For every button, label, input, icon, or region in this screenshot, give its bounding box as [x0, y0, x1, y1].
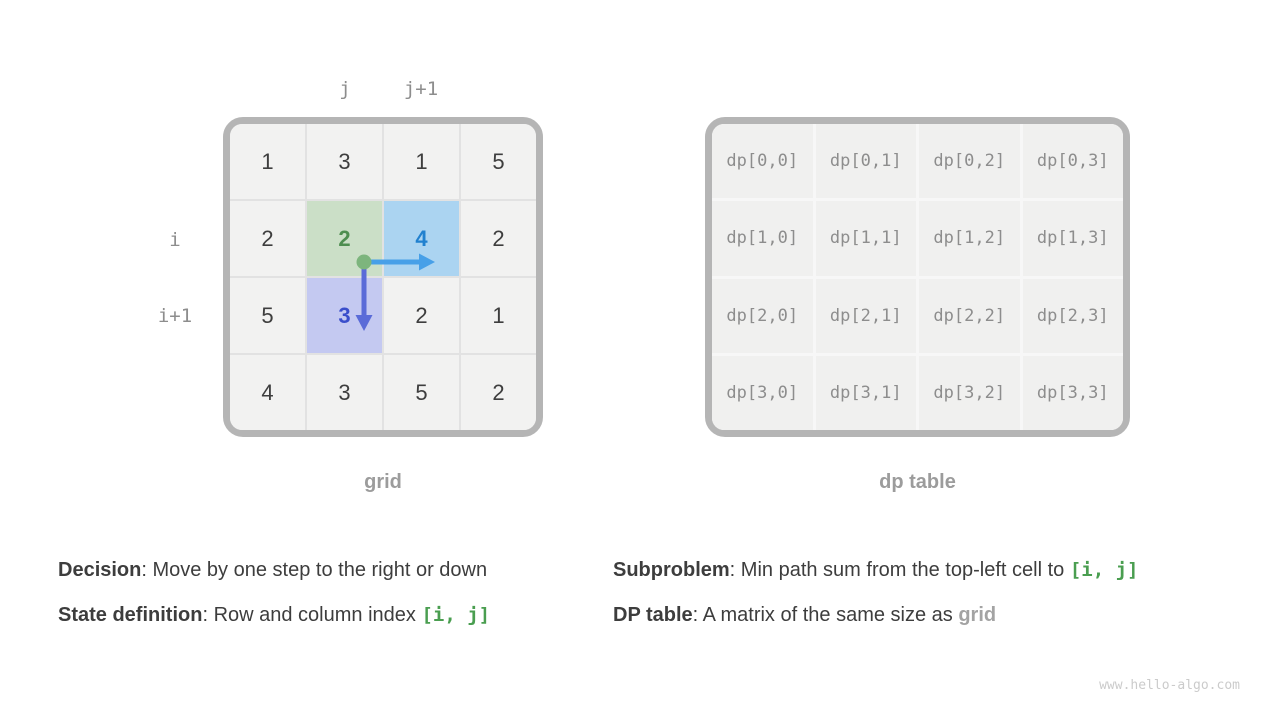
grid-cell-2-2: 2: [384, 278, 459, 353]
grid-cell-3-2: 5: [384, 355, 459, 430]
grid-cell-2-0: 5: [230, 278, 305, 353]
dp-caption: dp table: [879, 471, 956, 493]
dp-cell-1-0: dp[1,0]: [712, 201, 813, 276]
note-subproblem: Subproblem: Min path sum from the top-le…: [613, 559, 1138, 585]
grid-cell-0-0: 1: [230, 124, 305, 199]
grid-cell-3-0: 4: [230, 355, 305, 430]
grid-move-down-cell: 3: [307, 278, 382, 353]
note-text: : Move by one step to the right or down: [141, 559, 488, 581]
dp-cell-3-0: dp[3,0]: [712, 355, 813, 430]
note-text: : Min path sum from the top-left cell to: [729, 559, 1070, 581]
dp-cell-0-2: dp[0,2]: [919, 124, 1020, 199]
col-label-j+1: j+1: [403, 78, 439, 100]
dp-cell-2-0: dp[2,0]: [712, 278, 813, 353]
dp-cell-1-3: dp[1,3]: [1022, 201, 1123, 276]
grid-cell-0-1: 3: [307, 124, 382, 199]
dp-cell-1-1: dp[1,1]: [815, 201, 916, 276]
note-state-definition: State definition: Row and column index […: [58, 604, 490, 630]
grid-cell-1-3: 2: [461, 201, 536, 276]
grid-cell-0-2: 1: [384, 124, 459, 199]
dp-cells-container: dp[0,0]dp[0,1]dp[0,2]dp[0,3]dp[1,0]dp[1,…: [712, 124, 1123, 430]
dp-cell-2-1: dp[2,1]: [815, 278, 916, 353]
note-code: [i, j]: [421, 604, 491, 626]
dp-cell-1-2: dp[1,2]: [919, 201, 1020, 276]
note-label: Decision: [58, 559, 142, 581]
notes-right: Subproblem: Min path sum from the top-le…: [613, 559, 1138, 649]
dp-cell-0-1: dp[0,1]: [815, 124, 916, 199]
dp-cell-3-3: dp[3,3]: [1022, 355, 1123, 430]
note-dp-table: DP table: A matrix of the same size as g…: [613, 604, 1138, 630]
grid-current-cell: 2: [307, 201, 382, 276]
note-text: : A matrix of the same size as: [692, 604, 959, 626]
dp-cell-0-0: dp[0,0]: [712, 124, 813, 199]
grid-cell-3-1: 3: [307, 355, 382, 430]
note-code: [i, j]: [1069, 559, 1139, 581]
grid-cell-2-3: 1: [461, 278, 536, 353]
note-text: : Row and column index: [202, 604, 422, 626]
dp-cell-2-2: dp[2,2]: [919, 278, 1020, 353]
row-label-i: i: [169, 229, 181, 251]
note-decision: Decision: Move by one step to the right …: [58, 559, 490, 585]
grid-caption: grid: [364, 471, 402, 493]
dp-cell-3-1: dp[3,1]: [815, 355, 916, 430]
dp-cell-0-3: dp[0,3]: [1022, 124, 1123, 199]
grid-move-right-cell: 4: [384, 201, 459, 276]
watermark: www.hello-algo.com: [1099, 678, 1240, 693]
row-label-i+1: i+1: [157, 305, 193, 327]
grid-cell-0-3: 5: [461, 124, 536, 199]
grid-cell-1-0: 2: [230, 201, 305, 276]
grid-cell-3-3: 2: [461, 355, 536, 430]
dp-cell-2-3: dp[2,3]: [1022, 278, 1123, 353]
note-label: State definition: [58, 604, 203, 626]
note-label: DP table: [613, 604, 693, 626]
note-muted: grid: [958, 604, 997, 626]
dp-matrix: dp[0,0]dp[0,1]dp[0,2]dp[0,3]dp[1,0]dp[1,…: [705, 117, 1130, 437]
note-label: Subproblem: [613, 559, 730, 581]
col-label-j: j: [339, 78, 351, 100]
dp-cell-3-2: dp[3,2]: [919, 355, 1020, 430]
notes-left: Decision: Move by one step to the right …: [58, 559, 490, 649]
